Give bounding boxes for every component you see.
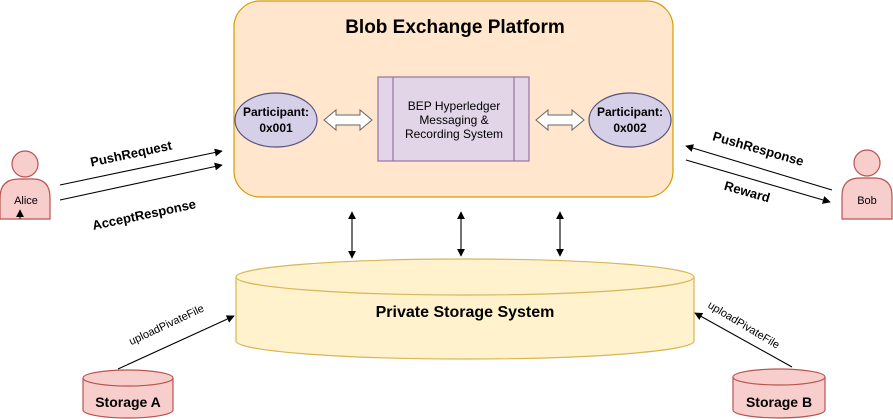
participant-b-id: 0x002 bbox=[613, 121, 647, 135]
bob-label: Bob bbox=[857, 195, 877, 207]
double-arrow-left bbox=[323, 108, 373, 132]
alice-actor[interactable]: Alice bbox=[0, 150, 51, 220]
platform-title: Blob Exchange Platform bbox=[345, 17, 565, 38]
reward-label: Reward bbox=[723, 178, 772, 205]
storage-a[interactable]: Storage A bbox=[82, 369, 174, 419]
storage-system-label: Private Storage System bbox=[376, 304, 555, 321]
participant-a-id: 0x001 bbox=[259, 121, 293, 135]
storage-b-label: Storage B bbox=[746, 394, 812, 410]
accept-response-flow: AcceptResponse bbox=[59, 162, 223, 233]
system-line-2: Messaging & bbox=[419, 113, 488, 127]
accept-response-label: AcceptResponse bbox=[91, 196, 197, 233]
participant-0x002[interactable]: Participant: 0x002 bbox=[588, 92, 672, 148]
double-arrow-right bbox=[535, 108, 585, 132]
push-request-label: PushRequest bbox=[89, 137, 174, 169]
system-line-3: Recording System bbox=[405, 127, 503, 141]
bob-actor[interactable]: Bob bbox=[841, 149, 893, 220]
storage-b[interactable]: Storage B bbox=[732, 368, 826, 419]
private-storage-system[interactable]: Private Storage System bbox=[235, 258, 695, 360]
participant-b-label: Participant: bbox=[597, 105, 663, 119]
push-request-flow: PushRequest bbox=[59, 137, 223, 186]
system-line-1: BEP Hyperledger bbox=[408, 99, 501, 113]
upload-b-flow: uploadPivateFile bbox=[694, 299, 793, 368]
bep-hyperledger-system[interactable]: BEP Hyperledger Messaging & Recording Sy… bbox=[377, 76, 530, 162]
participant-0x001[interactable]: Participant: 0x001 bbox=[234, 92, 318, 148]
participant-a-label: Participant: bbox=[243, 105, 309, 119]
storage-a-label: Storage A bbox=[95, 394, 161, 410]
alice-label: Alice bbox=[14, 195, 38, 207]
platform-storage-links bbox=[348, 211, 564, 259]
upload-a-label: uploadPivateFile bbox=[127, 303, 206, 348]
upload-a-flow: uploadPivateFile bbox=[117, 303, 235, 370]
push-response-label: PushResponse bbox=[711, 129, 805, 169]
